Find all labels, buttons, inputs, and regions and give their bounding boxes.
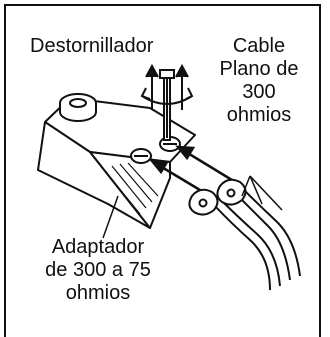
flat-cable xyxy=(214,190,301,291)
insertion-arrows-icon xyxy=(149,145,233,192)
figure-frame xyxy=(4,4,321,337)
cable-label: Cable Plano de 300 ohmios xyxy=(210,35,308,127)
adapter-body xyxy=(37,97,196,229)
leader-lines xyxy=(102,175,283,239)
adapter-label-line: Adaptador xyxy=(51,236,145,258)
rotation-arrows-icon xyxy=(140,63,194,110)
adapter-label-line: de 300 a 75 xyxy=(45,259,151,281)
spade-lugs xyxy=(188,178,247,216)
adapter-label-line: ohmios xyxy=(65,282,131,304)
coax-connector xyxy=(59,93,97,122)
adapter-label: Adaptador de 300 a 75 ohmios xyxy=(28,236,168,305)
cable-label-line: Cable xyxy=(232,35,286,57)
adapter-shading xyxy=(103,162,159,215)
screwdriver-label: Destornillador xyxy=(30,35,154,57)
cable-label-line: Plano de xyxy=(219,58,299,80)
cable-label-line: ohmios xyxy=(226,104,292,126)
cable-label-line: 300 xyxy=(242,81,276,103)
